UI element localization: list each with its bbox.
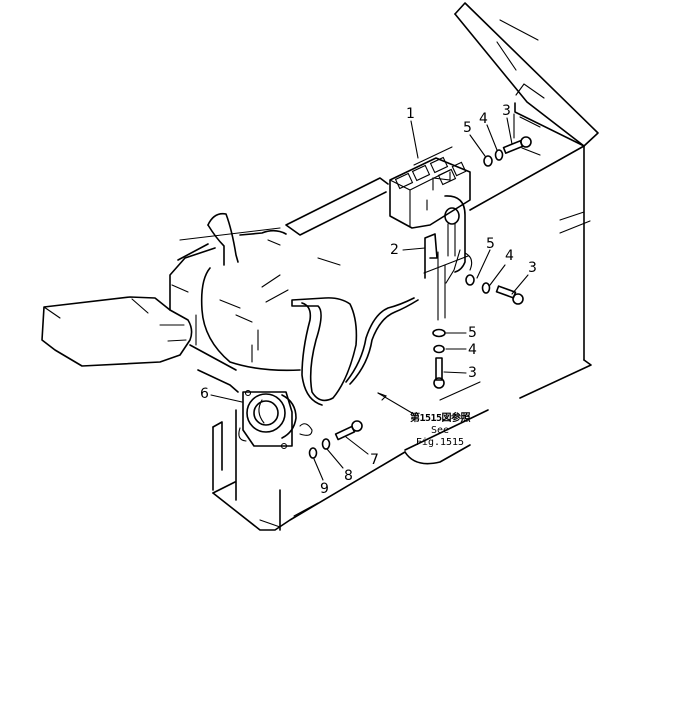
- battery: [389, 146, 471, 229]
- callout-5-top: 5: [463, 120, 472, 136]
- tank-body: [177, 212, 341, 372]
- callout-7: 7: [370, 452, 379, 468]
- frame-top: [179, 177, 389, 241]
- reference-note-japanese: 第1515図参照: [409, 413, 471, 424]
- hose: [291, 297, 419, 406]
- open-lid: [454, 2, 599, 147]
- callout-9: 9: [320, 481, 329, 497]
- callout-5-low: 5: [468, 325, 477, 341]
- callout-3-low: 3: [468, 365, 477, 381]
- callout-6: 6: [200, 386, 209, 402]
- fasteners-middle: [465, 274, 524, 305]
- callout-4-top: 4: [479, 111, 488, 127]
- horn: [238, 389, 313, 450]
- fasteners-top: [483, 136, 532, 167]
- battery-bracket: [423, 195, 473, 321]
- callout-3-top: 3: [502, 103, 511, 119]
- figure-reference-note: 第1515図参照 See Fig.1515: [404, 413, 476, 449]
- callout-8: 8: [344, 468, 353, 484]
- reference-note-english: See Fig.1515: [415, 425, 465, 448]
- callout-3-mid: 3: [528, 260, 537, 276]
- muffler: [41, 247, 237, 371]
- callout-4-low: 4: [468, 342, 477, 358]
- callout-5-mid: 5: [486, 236, 495, 252]
- machine-body: [197, 102, 592, 531]
- callout-1: 1: [406, 106, 415, 122]
- fasteners-lower: [432, 328, 446, 389]
- leader-lines: [210, 113, 529, 481]
- callout-2: 2: [390, 242, 399, 258]
- fasteners-horn: [308, 420, 363, 459]
- callout-4-mid: 4: [505, 248, 514, 264]
